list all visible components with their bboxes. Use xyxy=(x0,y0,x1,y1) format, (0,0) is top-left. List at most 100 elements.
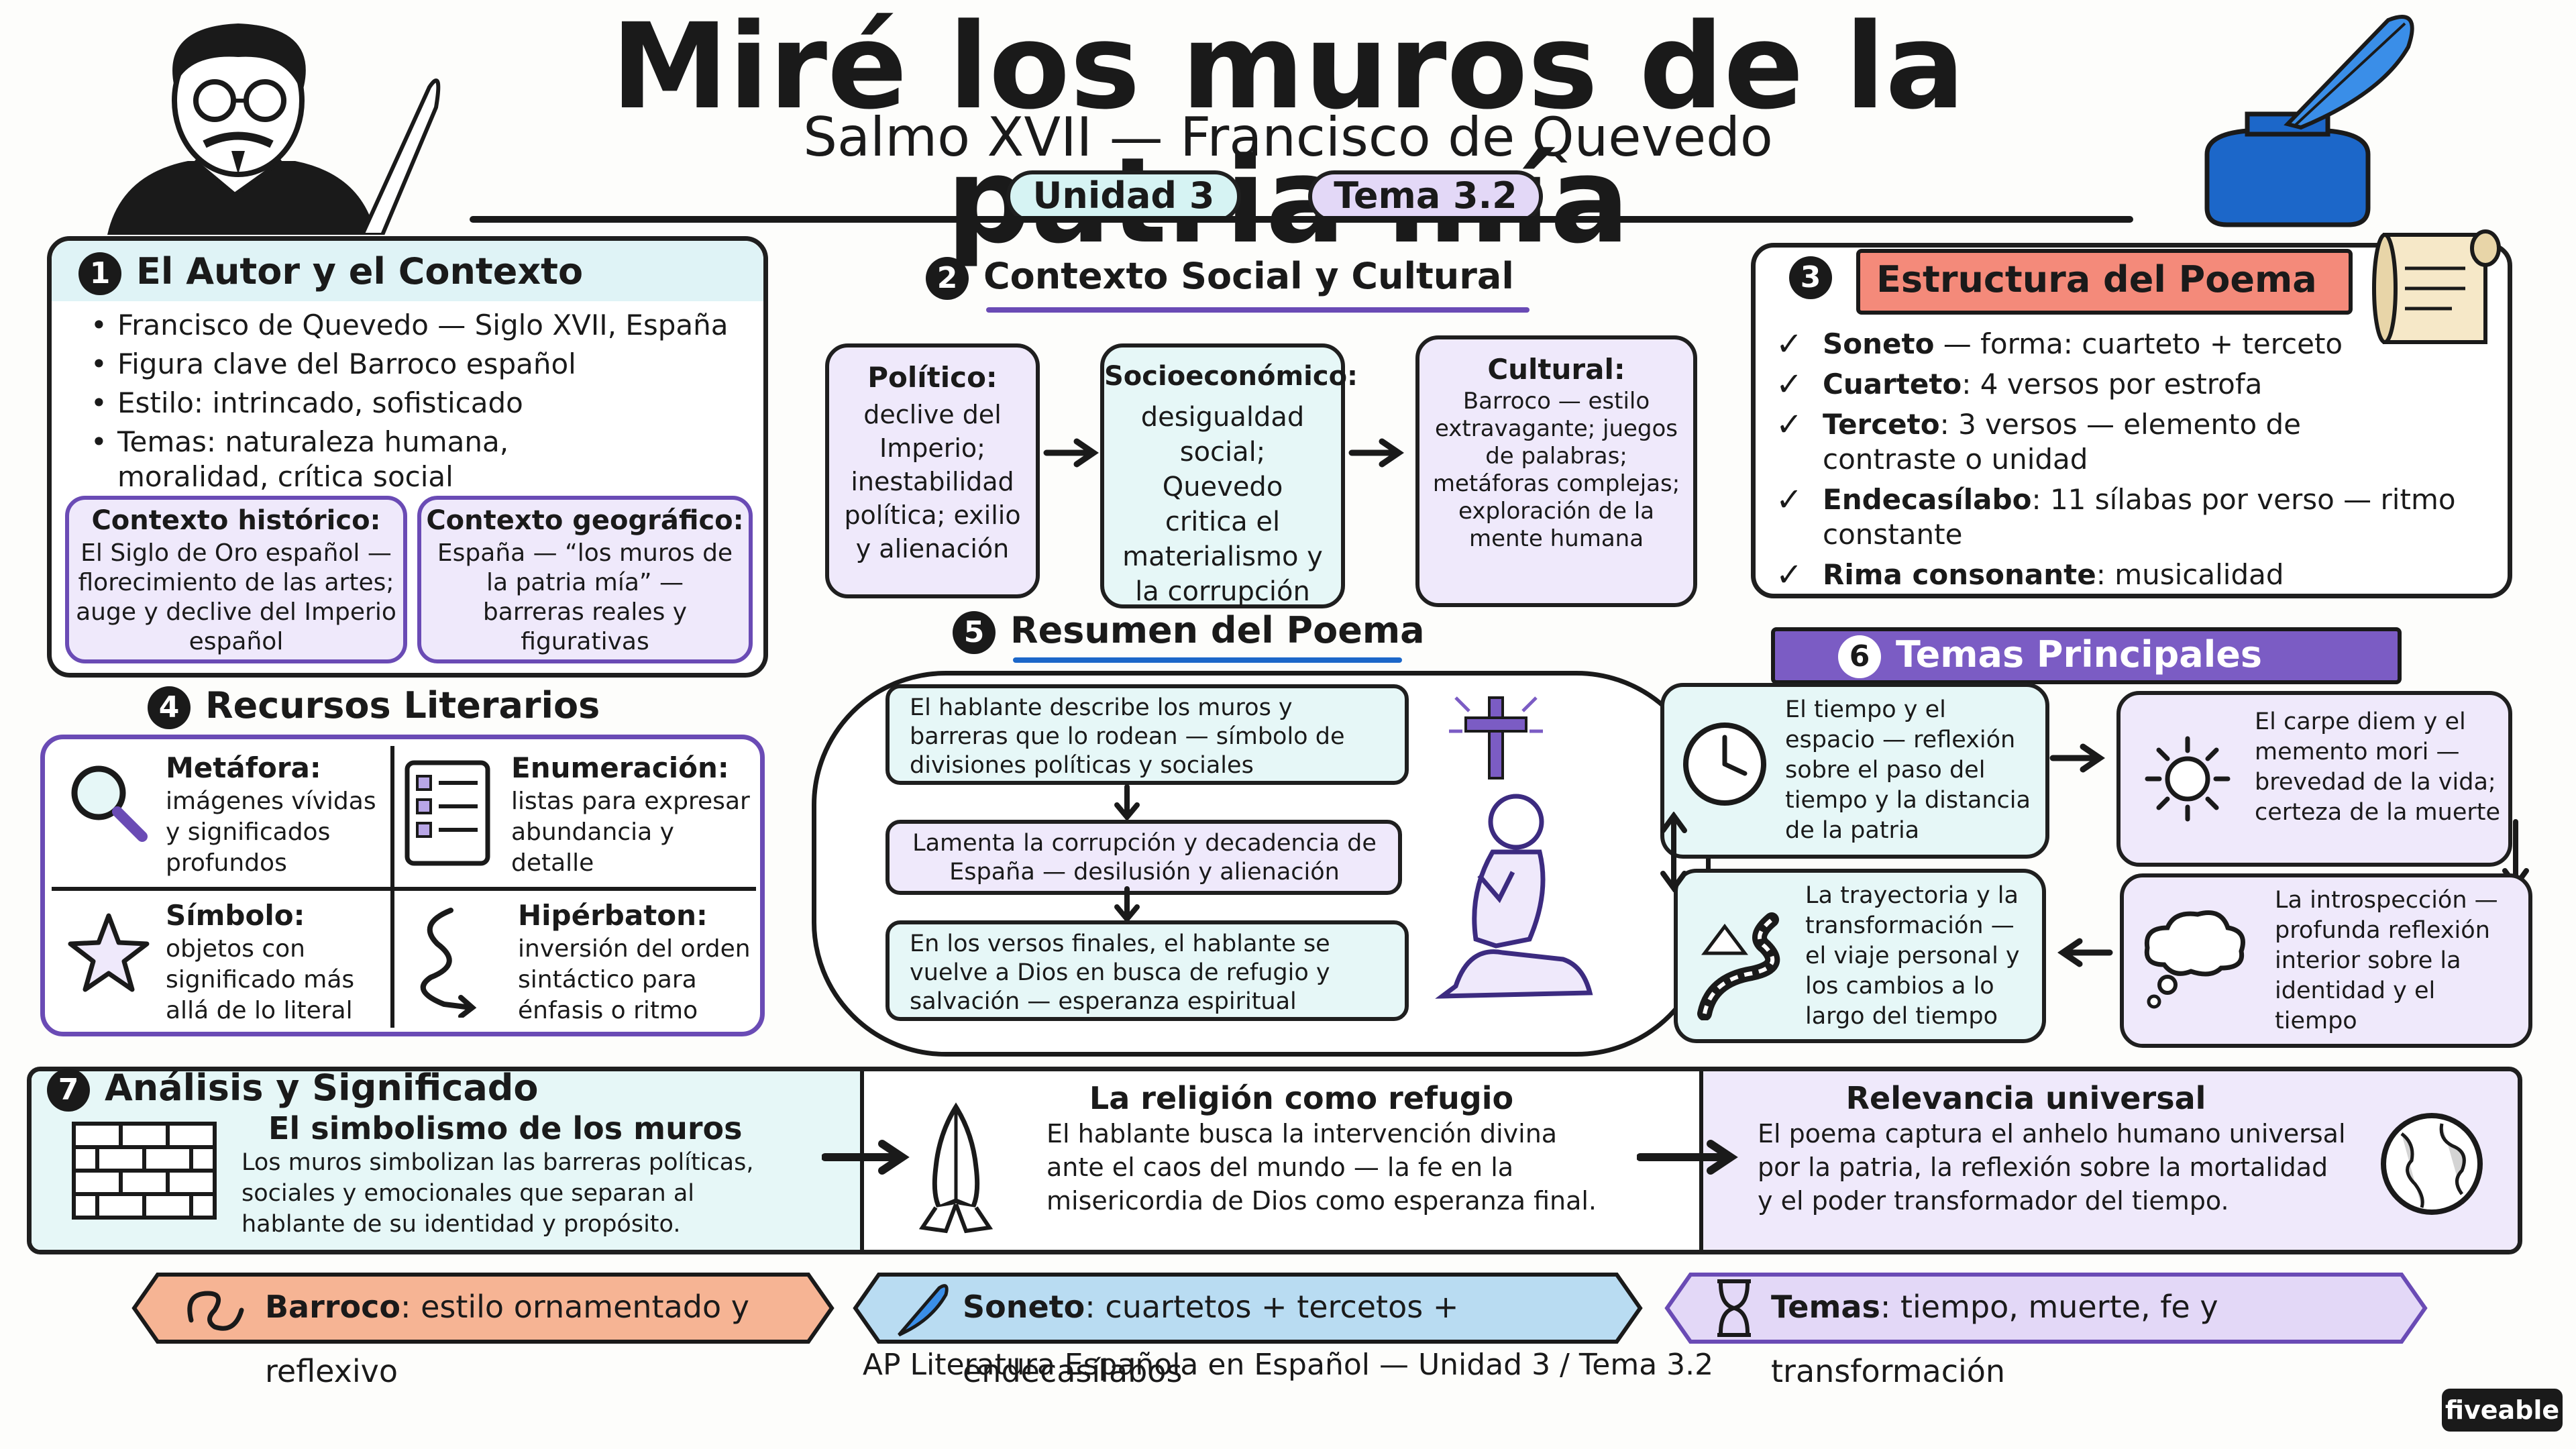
inkwell-icon xyxy=(2204,15,2414,227)
historical-context-title: Contexto histórico: xyxy=(91,505,381,536)
section-2-heading: 2 Contexto Social y Cultural xyxy=(926,255,1514,301)
socioeconomic-title: Socioeconómico: xyxy=(1104,361,1358,392)
historical-context-text: El Siglo de Oro español — florecimiento … xyxy=(76,539,396,655)
structure-item: Cuarteto: 4 versos por estrofa xyxy=(1776,367,2487,402)
section-1-title: El Autor y el Contexto xyxy=(136,250,584,292)
section-5-title: Resumen del Poema xyxy=(1010,609,1425,651)
section-3-title: Estructura del Poema xyxy=(1876,258,2317,301)
praying-man-icon xyxy=(1435,794,1593,999)
cultural-title: Cultural: xyxy=(1487,353,1625,386)
section-2-title: Contexto Social y Cultural xyxy=(983,255,1514,297)
section-3-number: 3 xyxy=(1789,256,1832,300)
structure-item: Terceto: 3 versos — elemento de contrast… xyxy=(1776,407,2487,477)
geographic-context-text: España — “los muros de la patria mía” — … xyxy=(437,539,733,655)
feather-icon xyxy=(898,1284,949,1337)
author-bullets: Francisco de Quevedo — Siglo XVII, Españ… xyxy=(85,308,756,498)
section-5-underline xyxy=(1013,657,1402,663)
author-bullet: Figura clave del Barroco español xyxy=(85,347,756,382)
theme-introspection: La introspección — profunda reflexión in… xyxy=(2120,873,2532,1048)
theme-carpe-diem: El carpe diem y el memento mori — breved… xyxy=(2116,691,2512,867)
globe-icon xyxy=(2381,1113,2483,1215)
section-6-title-ribbon xyxy=(1771,627,2402,684)
hourglass-icon xyxy=(1717,1279,1751,1337)
historical-context-box: Contexto histórico: El Siglo de Oro espa… xyxy=(65,496,407,663)
author-bullet: Estilo: intrincado, sofisticado xyxy=(85,386,756,421)
arrow-political-to-social xyxy=(1043,438,1099,468)
winding-road-icon xyxy=(1697,912,1780,1020)
summary-box-3: En los versos finales, el hablante se vu… xyxy=(885,920,1409,1021)
summary-text-1: El hablante describe los muros y barrera… xyxy=(910,694,1345,779)
section-6-number: 6 xyxy=(1838,635,1881,679)
unit-badge: Unidad 3 xyxy=(1006,170,1241,223)
theme-trajectory-text: La trayectoria y la transformación — el … xyxy=(1805,882,2020,1030)
banner-baroque: Barroco: estilo ornamentado y reflexivo xyxy=(265,1289,749,1389)
religion-title: La religión como refugio xyxy=(1089,1080,1514,1116)
metafora-title: Metáfora: xyxy=(166,751,321,784)
theme-carpe-text: El carpe diem y el memento mori — breved… xyxy=(2255,708,2500,826)
page-subtitle: Salmo XVII — Francisco de Quevedo xyxy=(803,106,1773,168)
arrow-trajectory-to-time xyxy=(1660,812,1687,892)
section-5-heading: 5 Resumen del Poema xyxy=(953,609,1425,655)
theme-trajectory: La trayectoria y la transformación — el … xyxy=(1674,869,2046,1043)
enumeracion-text: listas para expresar abundancia y detall… xyxy=(511,788,750,877)
banner-sonnet: Soneto: cuartetos + tercetos + endecasíl… xyxy=(963,1289,1459,1389)
section-6-heading: 6 Temas Principales xyxy=(1838,633,2262,679)
section-analysis xyxy=(27,1067,2522,1254)
structure-item: Endecasílabo: 11 sílabas por verso — rit… xyxy=(1776,482,2487,552)
cultural-box: Cultural: Barroco — estilo extravagante;… xyxy=(1415,335,1697,607)
summary-text-2: Lamenta la corrupción y decadencia de Es… xyxy=(912,830,1377,885)
section-4-heading: 4 Recursos Literarios xyxy=(148,684,600,730)
section-4-title: Recursos Literarios xyxy=(205,684,600,727)
simbolo-title: Símbolo: xyxy=(166,899,305,932)
structure-item: Rima consonante: musicalidad xyxy=(1776,557,2487,592)
geographic-context-title: Contexto geográfico: xyxy=(426,505,744,536)
theme-intro-text: La introspección — profunda reflexión in… xyxy=(2275,887,2498,1034)
cross-icon xyxy=(1449,696,1543,780)
sun-icon xyxy=(2145,736,2231,822)
walls-text: Los muros simbolizan las barreras políti… xyxy=(241,1149,754,1238)
arrow-intro-to-trayectoria xyxy=(2057,938,2113,967)
political-text: declive del Imperio; inestabilidad polít… xyxy=(844,400,1021,564)
banner-sonnet-bg xyxy=(853,1273,1643,1344)
section-2-number: 2 xyxy=(926,257,969,301)
arrow-walls-to-religion xyxy=(822,1140,910,1175)
arrow-religion-to-universal xyxy=(1637,1140,1738,1175)
arrow-summary-1-2 xyxy=(1114,784,1140,822)
ornament-icon xyxy=(187,1291,244,1331)
topic-badge: Tema 3.2 xyxy=(1308,170,1543,223)
section-1-number: 1 xyxy=(78,252,121,296)
arrow-social-to-cultural xyxy=(1348,438,1405,468)
summary-text-3: En los versos finales, el hablante se vu… xyxy=(910,930,1330,1015)
arrow-time-to-carpe xyxy=(2049,743,2106,773)
clock-icon xyxy=(1683,722,1766,806)
banner-baroque-bg xyxy=(131,1273,835,1344)
section-2-underline xyxy=(986,307,1529,313)
theme-time-text: El tiempo y el espacio — reflexión sobre… xyxy=(1785,696,2031,844)
author-bullet: Temas: naturaleza humana, moralidad, crí… xyxy=(85,425,756,494)
squiggle-arrow-icon xyxy=(420,908,477,1018)
hiperbaton-title: Hipérbaton: xyxy=(518,899,708,932)
list-icon xyxy=(405,760,490,866)
praying-hands-icon xyxy=(918,1102,994,1234)
summary-box-1: El hablante describe los muros y barrera… xyxy=(885,684,1409,785)
section-7-title: Análisis y Significado xyxy=(105,1067,539,1109)
star-icon xyxy=(68,913,150,992)
section-6-title: Temas Principales xyxy=(1896,633,2262,676)
magnifier-icon xyxy=(71,765,148,842)
scroll-icon xyxy=(2372,229,2501,344)
summary-box-2: Lamenta la corrupción y decadencia de Es… xyxy=(885,820,1402,895)
hiperbaton-text: inversión del orden sintáctico para énfa… xyxy=(518,935,751,1024)
banner-themes-bg xyxy=(1664,1273,2428,1344)
section-4-number: 4 xyxy=(148,686,191,730)
structure-list: Soneto — forma: cuarteto + terceto Cuart… xyxy=(1776,327,2487,596)
cultural-text: Barroco — estilo extravagante; juegos de… xyxy=(1432,388,1680,552)
metafora-text: imágenes vívidas y significados profundo… xyxy=(166,788,376,877)
quevedo-portrait xyxy=(107,23,441,235)
arrow-summary-2-3 xyxy=(1114,886,1140,924)
simbolo-text: objetos con significado más allá de lo l… xyxy=(166,935,355,1024)
header-underline xyxy=(470,216,2133,223)
section-3-heading: 3 xyxy=(1789,254,1847,300)
theme-time-space: El tiempo y el espacio — reflexión sobre… xyxy=(1660,683,2049,859)
section-5-number: 5 xyxy=(953,611,996,655)
